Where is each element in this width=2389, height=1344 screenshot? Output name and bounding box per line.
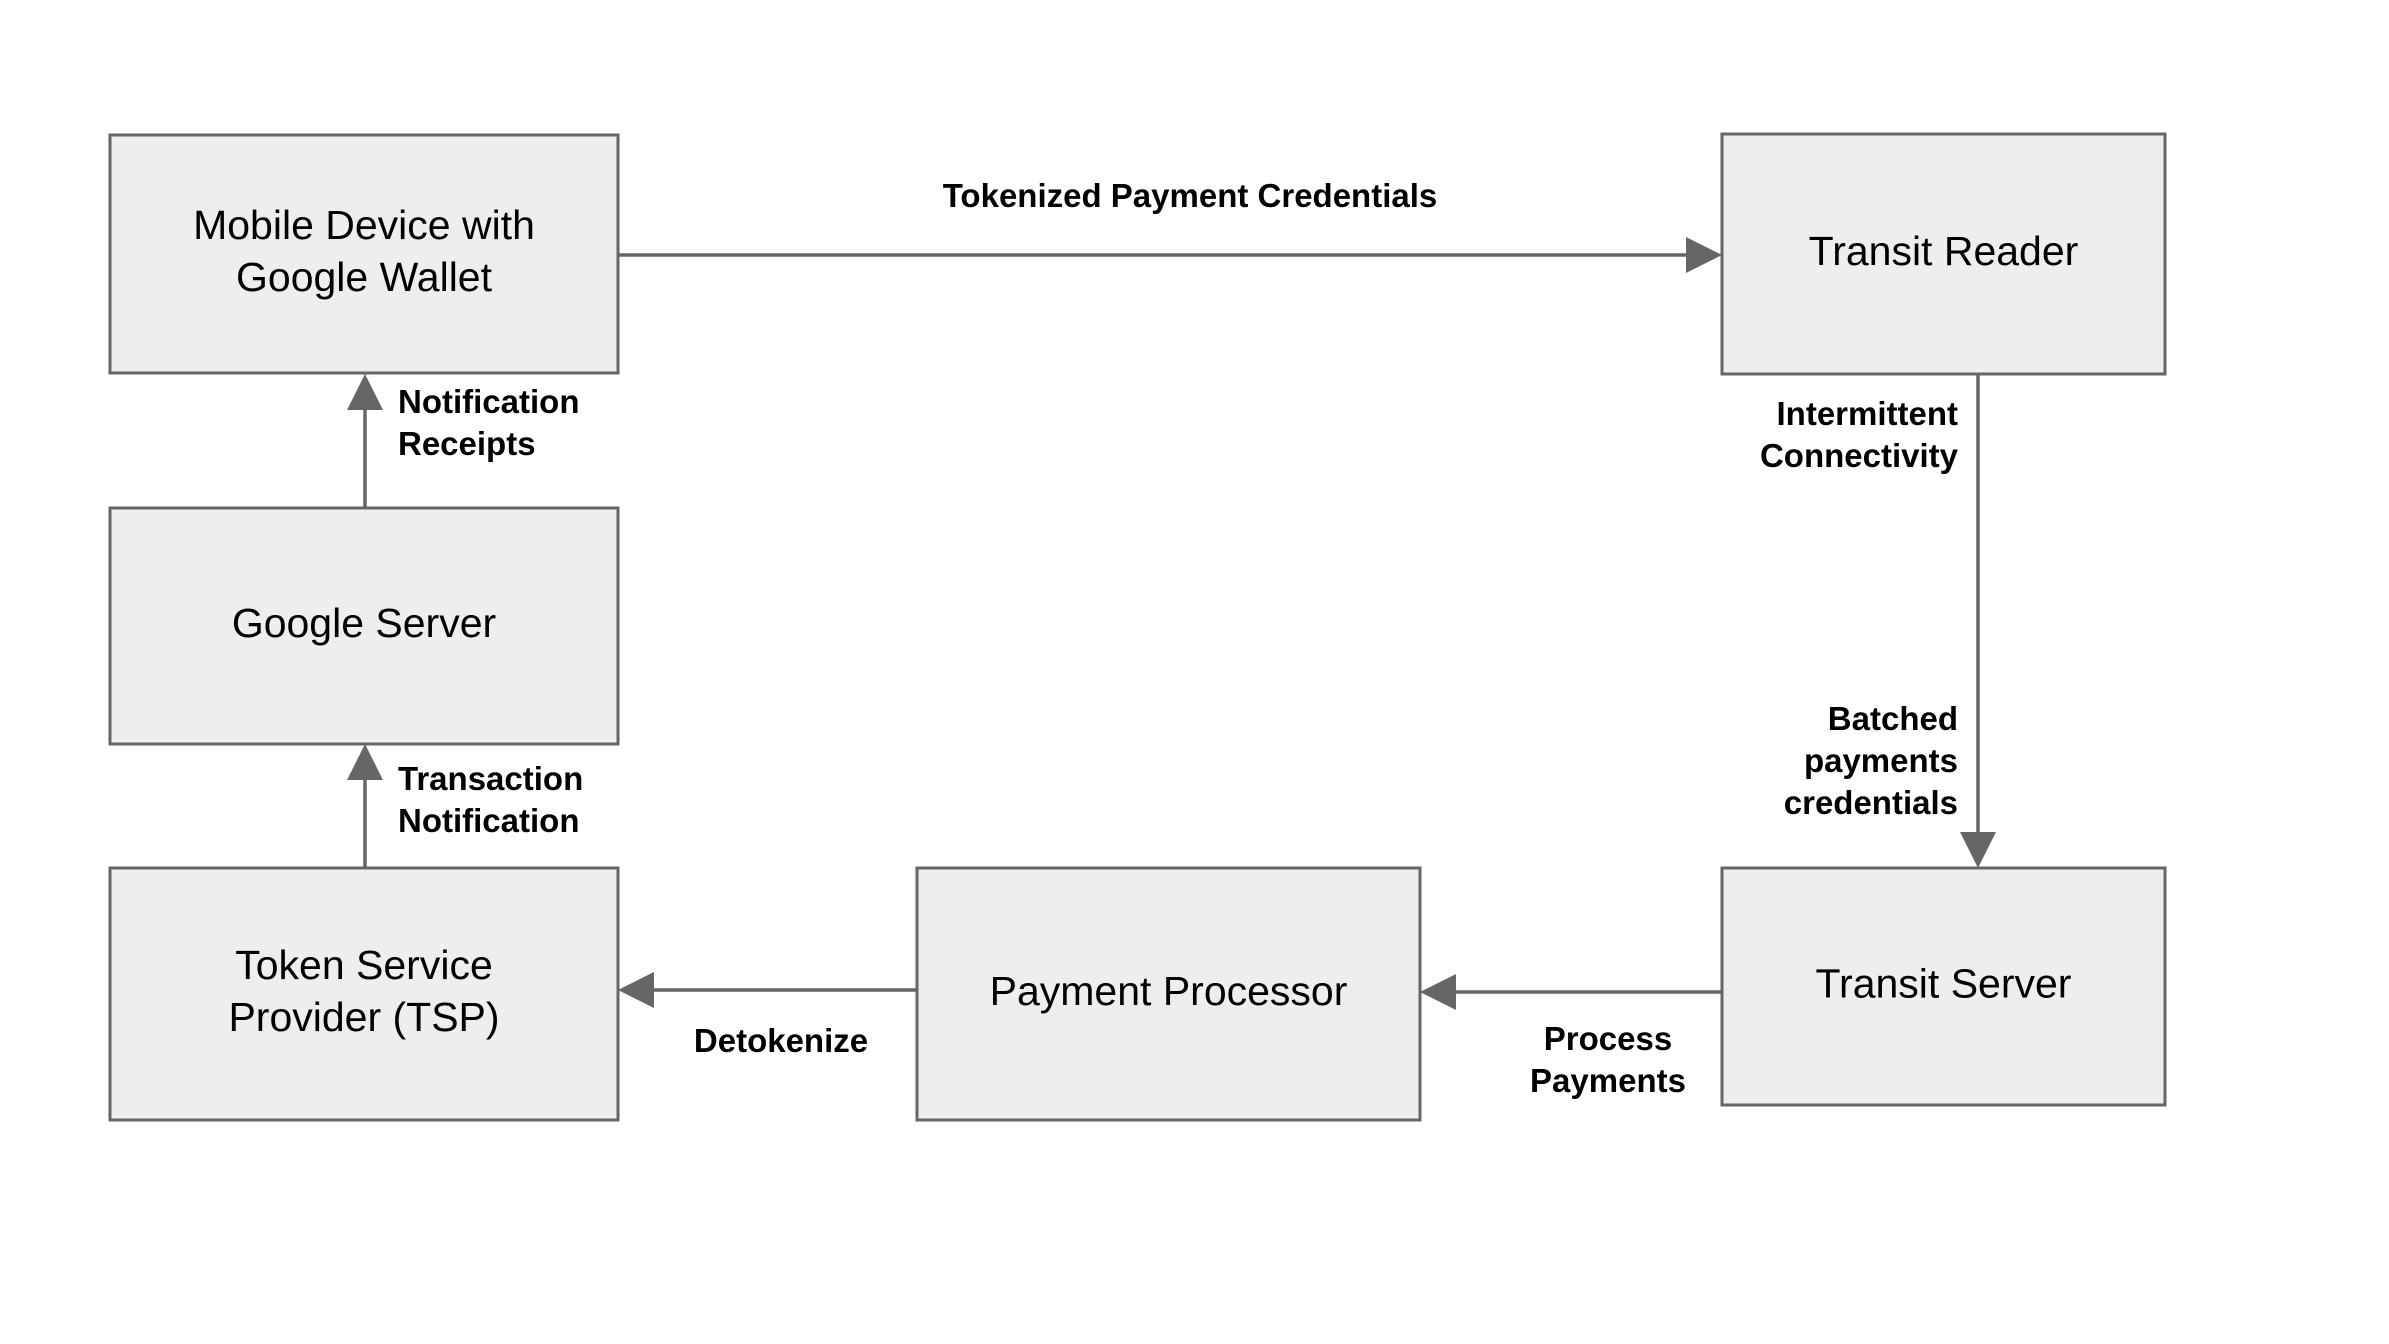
arrowhead-icon-detokenize <box>618 972 654 1008</box>
node-box-transit-server[interactable] <box>1720 866 2167 1107</box>
node-label-mobile-device: Mobile Device with <box>193 202 535 248</box>
edge-labels-layer: Tokenized Payment CredentialsIntermitten… <box>398 177 1959 1099</box>
edge-label-text-notification-receipts: Receipts <box>398 425 536 462</box>
edge-label-text-batched-payments-credentials: credentials <box>1784 784 1958 821</box>
node-payment-processor[interactable]: Payment Processor <box>915 866 1422 1122</box>
edge-label-text-notification-receipts: Notification <box>398 383 579 420</box>
edge-label-text-batched-payments-credentials: payments <box>1804 742 1958 779</box>
node-label-google-server: Google Server <box>232 600 496 646</box>
edge-label-text-transaction-notification: Transaction <box>398 760 583 797</box>
node-box-mobile-device[interactable] <box>108 133 620 375</box>
edge-label-text-transaction-notification: Notification <box>398 802 579 839</box>
edge-label-batched-payments-credentials: Batched payments credentials <box>1784 700 1958 821</box>
edge-label-text-intermittent-connectivity: Connectivity <box>1760 437 1959 474</box>
node-box-token-service-provider[interactable] <box>108 866 620 1122</box>
node-transit-server[interactable]: Transit Server <box>1720 866 2167 1107</box>
edge-label-text-tokenized-payment-credentials: Tokenized Payment Credentials <box>943 177 1438 214</box>
edge-label-text-intermittent-connectivity: Intermittent <box>1777 395 1959 432</box>
node-label-transit-reader: Transit Reader <box>1809 228 2079 274</box>
node-label-token-service-provider: Token Service <box>235 942 493 988</box>
arrowhead-icon-notification-receipts <box>347 374 383 410</box>
node-label-token-service-provider: Provider (TSP) <box>228 994 499 1040</box>
node-label-mobile-device: Google Wallet <box>236 254 493 300</box>
node-box-payment-processor[interactable] <box>915 866 1422 1122</box>
edge-label-detokenize: Detokenize <box>694 1022 868 1059</box>
arrowhead-icon-transaction-notification <box>347 744 383 780</box>
node-label-payment-processor: Payment Processor <box>990 968 1348 1014</box>
node-google-server[interactable]: Google Server <box>108 506 620 746</box>
edge-label-text-process-payments: Payments <box>1530 1062 1686 1099</box>
arrowhead-icon-intermittent-connectivity <box>1960 832 1996 868</box>
edge-label-text-process-payments: Process <box>1544 1020 1672 1057</box>
node-box-google-server[interactable] <box>108 506 620 746</box>
node-label-transit-server: Transit Server <box>1816 960 2072 1006</box>
edges-layer <box>347 237 1996 1010</box>
arrowhead-icon-process-payments <box>1420 974 1456 1010</box>
arrowhead-icon-tokenized-payment-credentials <box>1686 237 1722 273</box>
node-transit-reader[interactable]: Transit Reader <box>1720 132 2167 376</box>
edge-label-tokenized-payment-credentials: Tokenized Payment Credentials <box>943 177 1438 214</box>
edge-label-text-detokenize: Detokenize <box>694 1022 868 1059</box>
edge-label-text-batched-payments-credentials: Batched <box>1828 700 1958 737</box>
node-box-transit-reader[interactable] <box>1720 132 2167 376</box>
